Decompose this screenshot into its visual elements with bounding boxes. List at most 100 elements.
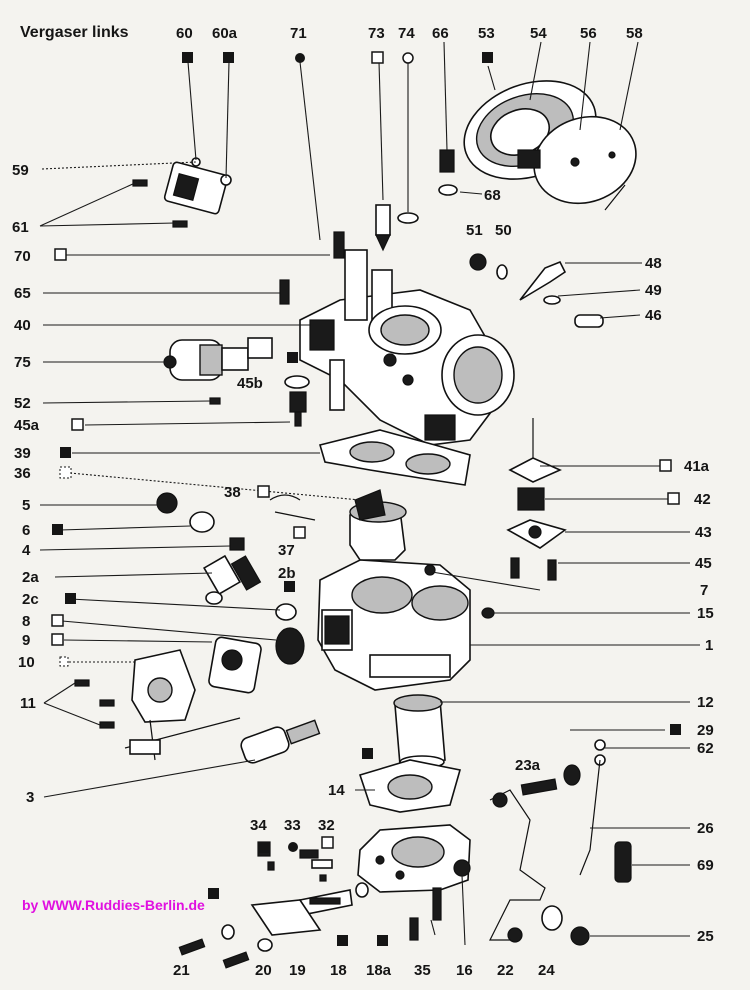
label-48: 48 <box>645 255 662 272</box>
label-60: 60 <box>176 25 193 42</box>
label-52: 52 <box>14 395 31 412</box>
marker-2b <box>284 581 295 592</box>
marker-36 <box>59 466 72 479</box>
throttle-lever-22 <box>489 789 546 943</box>
label-29: 29 <box>697 722 714 739</box>
jet-66 <box>438 149 458 196</box>
float-needle-73 <box>375 204 419 252</box>
pump-housing-10 <box>74 649 241 761</box>
label-73: 73 <box>368 25 385 42</box>
float-36 <box>269 489 407 561</box>
label-1: 1 <box>705 637 713 654</box>
marker-45b <box>287 352 298 363</box>
label-11: 11 <box>20 695 36 712</box>
gasket-14 <box>358 759 462 813</box>
marker-14 <box>362 748 373 759</box>
label-34: 34 <box>250 817 267 834</box>
label-8: 8 <box>22 613 30 630</box>
label-49: 49 <box>645 282 662 299</box>
label-45: 45 <box>695 555 712 572</box>
leader-lines <box>39 41 700 946</box>
label-51: 51 <box>466 222 483 239</box>
label-42: 42 <box>694 491 711 508</box>
marker-6 <box>52 524 63 535</box>
accelerator-pump-stack <box>506 418 567 581</box>
label-32: 32 <box>318 817 335 834</box>
marker-41a <box>659 459 672 472</box>
marker-32 <box>321 836 334 849</box>
carburetor-body-1 <box>317 559 495 691</box>
label-15: 15 <box>697 605 714 622</box>
label-75: 75 <box>14 354 31 371</box>
marker-18 <box>337 935 348 946</box>
part-labels: 60 60a 71 73 74 66 53 54 56 58 59 61 68 … <box>12 25 714 979</box>
label-2b: 2b <box>278 565 296 582</box>
label-45a: 45a <box>14 417 40 434</box>
label-23a: 23a <box>515 757 541 774</box>
marker-73 <box>371 51 384 64</box>
label-56: 56 <box>580 25 597 42</box>
marker-60a <box>223 52 234 63</box>
marker-70 <box>54 248 67 261</box>
pump-cover-9 <box>208 627 305 694</box>
label-43: 43 <box>695 524 712 541</box>
label-53: 53 <box>478 25 495 42</box>
label-25: 25 <box>697 928 714 945</box>
marker-42 <box>667 492 680 505</box>
label-9: 9 <box>22 632 30 649</box>
label-36: 36 <box>14 465 31 482</box>
throttle-base-16 <box>357 824 471 893</box>
label-3: 3 <box>26 789 34 806</box>
label-18a: 18a <box>366 962 392 979</box>
label-26: 26 <box>697 820 714 837</box>
label-14: 14 <box>328 782 345 799</box>
valve-75 <box>163 337 273 381</box>
marker-20 <box>208 888 219 899</box>
label-18: 18 <box>330 962 347 979</box>
label-65: 65 <box>14 285 31 302</box>
label-66: 66 <box>432 25 449 42</box>
label-61: 61 <box>12 219 29 236</box>
label-35: 35 <box>414 962 431 979</box>
diagram-title: Vergaser links <box>20 24 129 41</box>
label-58: 58 <box>626 25 643 42</box>
cutoff-solenoid-59 <box>132 157 232 228</box>
marker-38 <box>257 485 270 498</box>
marker-74 <box>402 52 414 64</box>
label-45b: 45b <box>237 375 263 392</box>
label-19: 19 <box>289 962 306 979</box>
label-2c: 2c <box>22 591 39 608</box>
label-59: 59 <box>12 162 29 179</box>
plunger-3 <box>240 719 321 764</box>
credit-link[interactable]: by WWW.Ruddies-Berlin.de <box>22 897 205 913</box>
label-12: 12 <box>697 694 714 711</box>
float-bowl-12 <box>393 694 446 769</box>
label-5: 5 <box>22 497 30 514</box>
carburetor-top-40 <box>299 249 515 446</box>
marker-71 <box>295 53 305 63</box>
label-40: 40 <box>14 317 31 334</box>
marker-9 <box>51 633 64 646</box>
label-10: 10 <box>18 654 35 671</box>
label-2a: 2a <box>22 569 39 586</box>
label-6: 6 <box>22 522 30 539</box>
bottom-parts-18-21 <box>178 882 369 969</box>
marker-8 <box>51 614 64 627</box>
choke-diaphragm-cover <box>463 80 637 211</box>
marker-53 <box>482 52 493 63</box>
marker-10 <box>59 656 69 667</box>
marker-18a <box>377 935 388 946</box>
marker-60 <box>182 52 193 63</box>
label-50: 50 <box>495 222 512 239</box>
marker-39 <box>60 447 71 458</box>
label-16: 16 <box>456 962 473 979</box>
label-71: 71 <box>290 25 307 42</box>
label-70: 70 <box>14 248 31 265</box>
markers <box>51 51 681 946</box>
marker-2c <box>65 593 76 604</box>
label-60a: 60a <box>212 25 238 42</box>
label-74: 74 <box>398 25 415 42</box>
label-38: 38 <box>224 484 241 501</box>
parts-illustration <box>74 80 637 969</box>
